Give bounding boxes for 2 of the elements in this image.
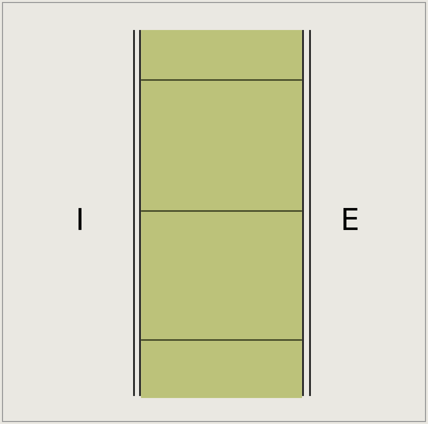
side-label: I xyxy=(78,208,82,230)
side-label: E xyxy=(343,208,358,230)
